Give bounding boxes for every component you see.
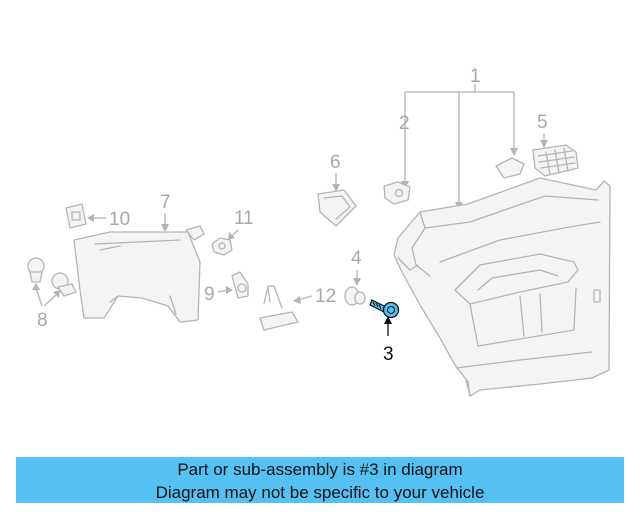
callout-7[interactable]: 7 — [160, 192, 171, 213]
part-1-bracket[interactable] — [495, 157, 525, 179]
part-7-pillar-trim[interactable] — [73, 225, 205, 323]
part-3-bolt-highlighted[interactable] — [369, 299, 400, 319]
callout-12[interactable]: 12 — [315, 286, 336, 307]
part-6-cover[interactable] — [317, 189, 357, 227]
callout-3-arrowhead — [384, 316, 392, 324]
callout-3[interactable]: 3 — [383, 344, 394, 365]
info-banner: Part or sub-assembly is #3 in diagram Di… — [16, 457, 624, 503]
part-10-clip[interactable] — [65, 203, 87, 229]
callout-11[interactable]: 11 — [234, 208, 254, 229]
callout-2[interactable]: 2 — [399, 113, 410, 134]
callout-8[interactable]: 8 — [37, 310, 48, 331]
callout-9[interactable]: 9 — [204, 284, 215, 305]
parts-diagram: 1 2 5 6 7 — [27, 66, 611, 397]
callout-5[interactable]: 5 — [537, 112, 548, 133]
part-2-clip[interactable] — [383, 181, 411, 205]
callout-10[interactable]: 10 — [109, 209, 130, 230]
part-8-clips[interactable] — [27, 257, 77, 297]
part-1-quarter-trim-panel[interactable] — [393, 177, 611, 397]
banner-line-1: Part or sub-assembly is #3 in diagram — [177, 460, 463, 479]
part-9-screw[interactable] — [231, 271, 249, 299]
part-4-grommet[interactable] — [344, 286, 366, 306]
part-11-nut[interactable] — [211, 237, 233, 256]
banner-line-2: Diagram may not be specific to your vehi… — [155, 483, 485, 502]
callout-6[interactable]: 6 — [330, 152, 341, 173]
callout-1-leader — [401, 84, 518, 210]
callout-1[interactable]: 1 — [470, 66, 481, 87]
callout-4[interactable]: 4 — [351, 248, 362, 269]
part-5-lamp-lens[interactable] — [532, 144, 579, 177]
part-12-handle[interactable] — [259, 285, 299, 331]
